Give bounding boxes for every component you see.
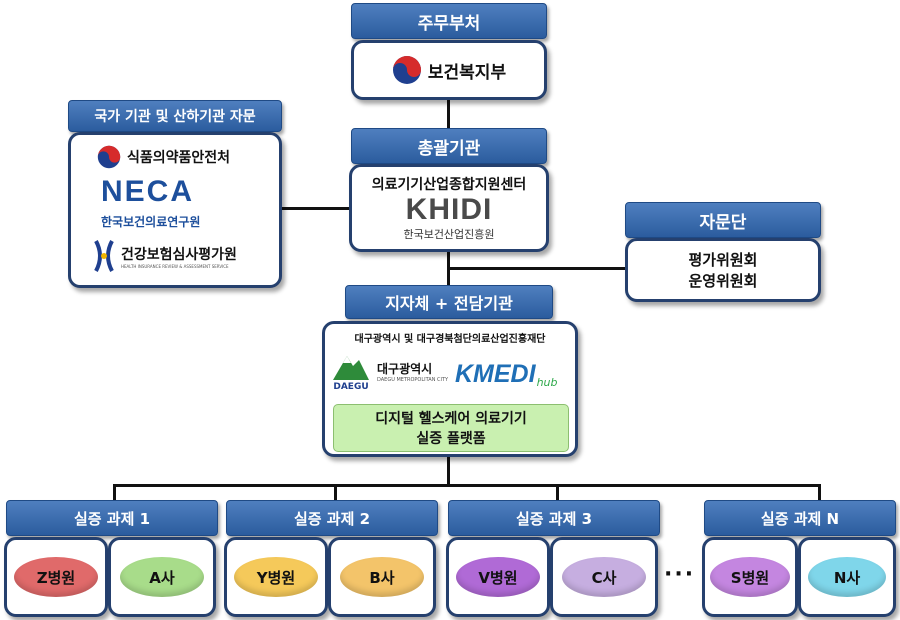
daegu-logo-text: DAEGU [333,382,369,392]
connector-drop-3 [556,484,559,502]
ministry-name: 보건복지부 [427,62,507,83]
project-2-company: B사 [340,557,424,597]
project-3-hospital: V병원 [456,557,540,597]
neca-logo: NECA [101,175,195,208]
daegu-mountain-logo-icon [333,356,369,380]
connector-right [447,267,627,270]
connector-down [447,455,450,485]
local-header: 지자체 + 전담기관 [345,285,553,319]
platform-box: 디지털 헬스케어 의료기기 실증 플랫폼 [333,404,569,452]
general-header: 총괄기관 [351,128,547,164]
taegeuk-logo-icon [392,56,421,84]
khidi-logo: KHIDI [405,193,493,226]
local-box: 대구광역시 및 대구경북첨단의료산업진흥재단 DAEGU 대구광역시 DAEGU… [322,321,578,457]
advice-org-hira-sub: HEALTH INSURANCE REVIEW & ASSESSMENT SER… [121,263,229,269]
daegu-sub: DAEGU METROPOLITAN CITY [377,377,449,383]
advice-box: 식품의약품안전처 NECA 한국보건의료연구원 건강보험심사평가원 HEALTH… [68,132,282,288]
connector-drop-2 [334,484,337,502]
connector-left [278,207,350,210]
project-3-header: 실증 과제 3 [448,500,660,536]
platform-line1: 디지털 헬스케어 의료기기 [375,411,527,427]
project-n-hospital: S병원 [710,557,790,597]
connector-drop-n [818,484,821,502]
general-box: 의료기기산업종합지원센터 KHIDI 한국보건산업진흥원 [349,164,549,252]
project-2-hospital: Y병원 [234,557,318,597]
ministry-header: 주무부처 [351,3,547,39]
kmedi-logo: KMEDI [455,360,536,388]
project-1-company: A사 [120,557,204,597]
advice-org-mfds: 식품의약품안전처 [127,150,231,166]
ellipsis: ··· [664,562,696,587]
project-3-company: C사 [562,557,646,597]
connector-drop-1 [113,484,116,502]
advice-header: 국가 기관 및 산하기관 자문 [68,100,282,132]
general-sub: 한국보건산업진흥원 [403,228,495,241]
committee-box: 평가위원회 운영위원회 [625,238,821,302]
taegeuk-logo-icon [97,145,121,169]
project-2-header: 실증 과제 2 [226,500,438,536]
connector-bus [113,484,820,487]
project-1-hospital: Z병원 [14,557,98,597]
connector-top [447,100,450,128]
committee-header: 자문단 [625,202,821,238]
advice-org-hira: 건강보험심사평가원 [121,246,237,263]
platform-line2: 실증 플랫폼 [416,431,486,447]
project-n-company: N사 [808,557,886,597]
hira-logo-icon [94,240,114,272]
general-center-name: 의료기기산업종합지원센터 [371,177,527,193]
project-n-header: 실증 과제 N [704,500,896,536]
project-1-header: 실증 과제 1 [6,500,218,536]
advice-org-neca: 한국보건의료연구원 [101,215,201,229]
committee-ops: 운영위원회 [688,272,758,290]
local-title: 대구광역시 및 대구경북첨단의료산업진흥재단 [354,334,546,345]
kmedi-hub: hub [536,376,558,389]
ministry-box: 보건복지부 [351,40,547,100]
daegu-name: 대구광역시 [377,362,433,376]
committee-eval: 평가위원회 [688,251,758,269]
